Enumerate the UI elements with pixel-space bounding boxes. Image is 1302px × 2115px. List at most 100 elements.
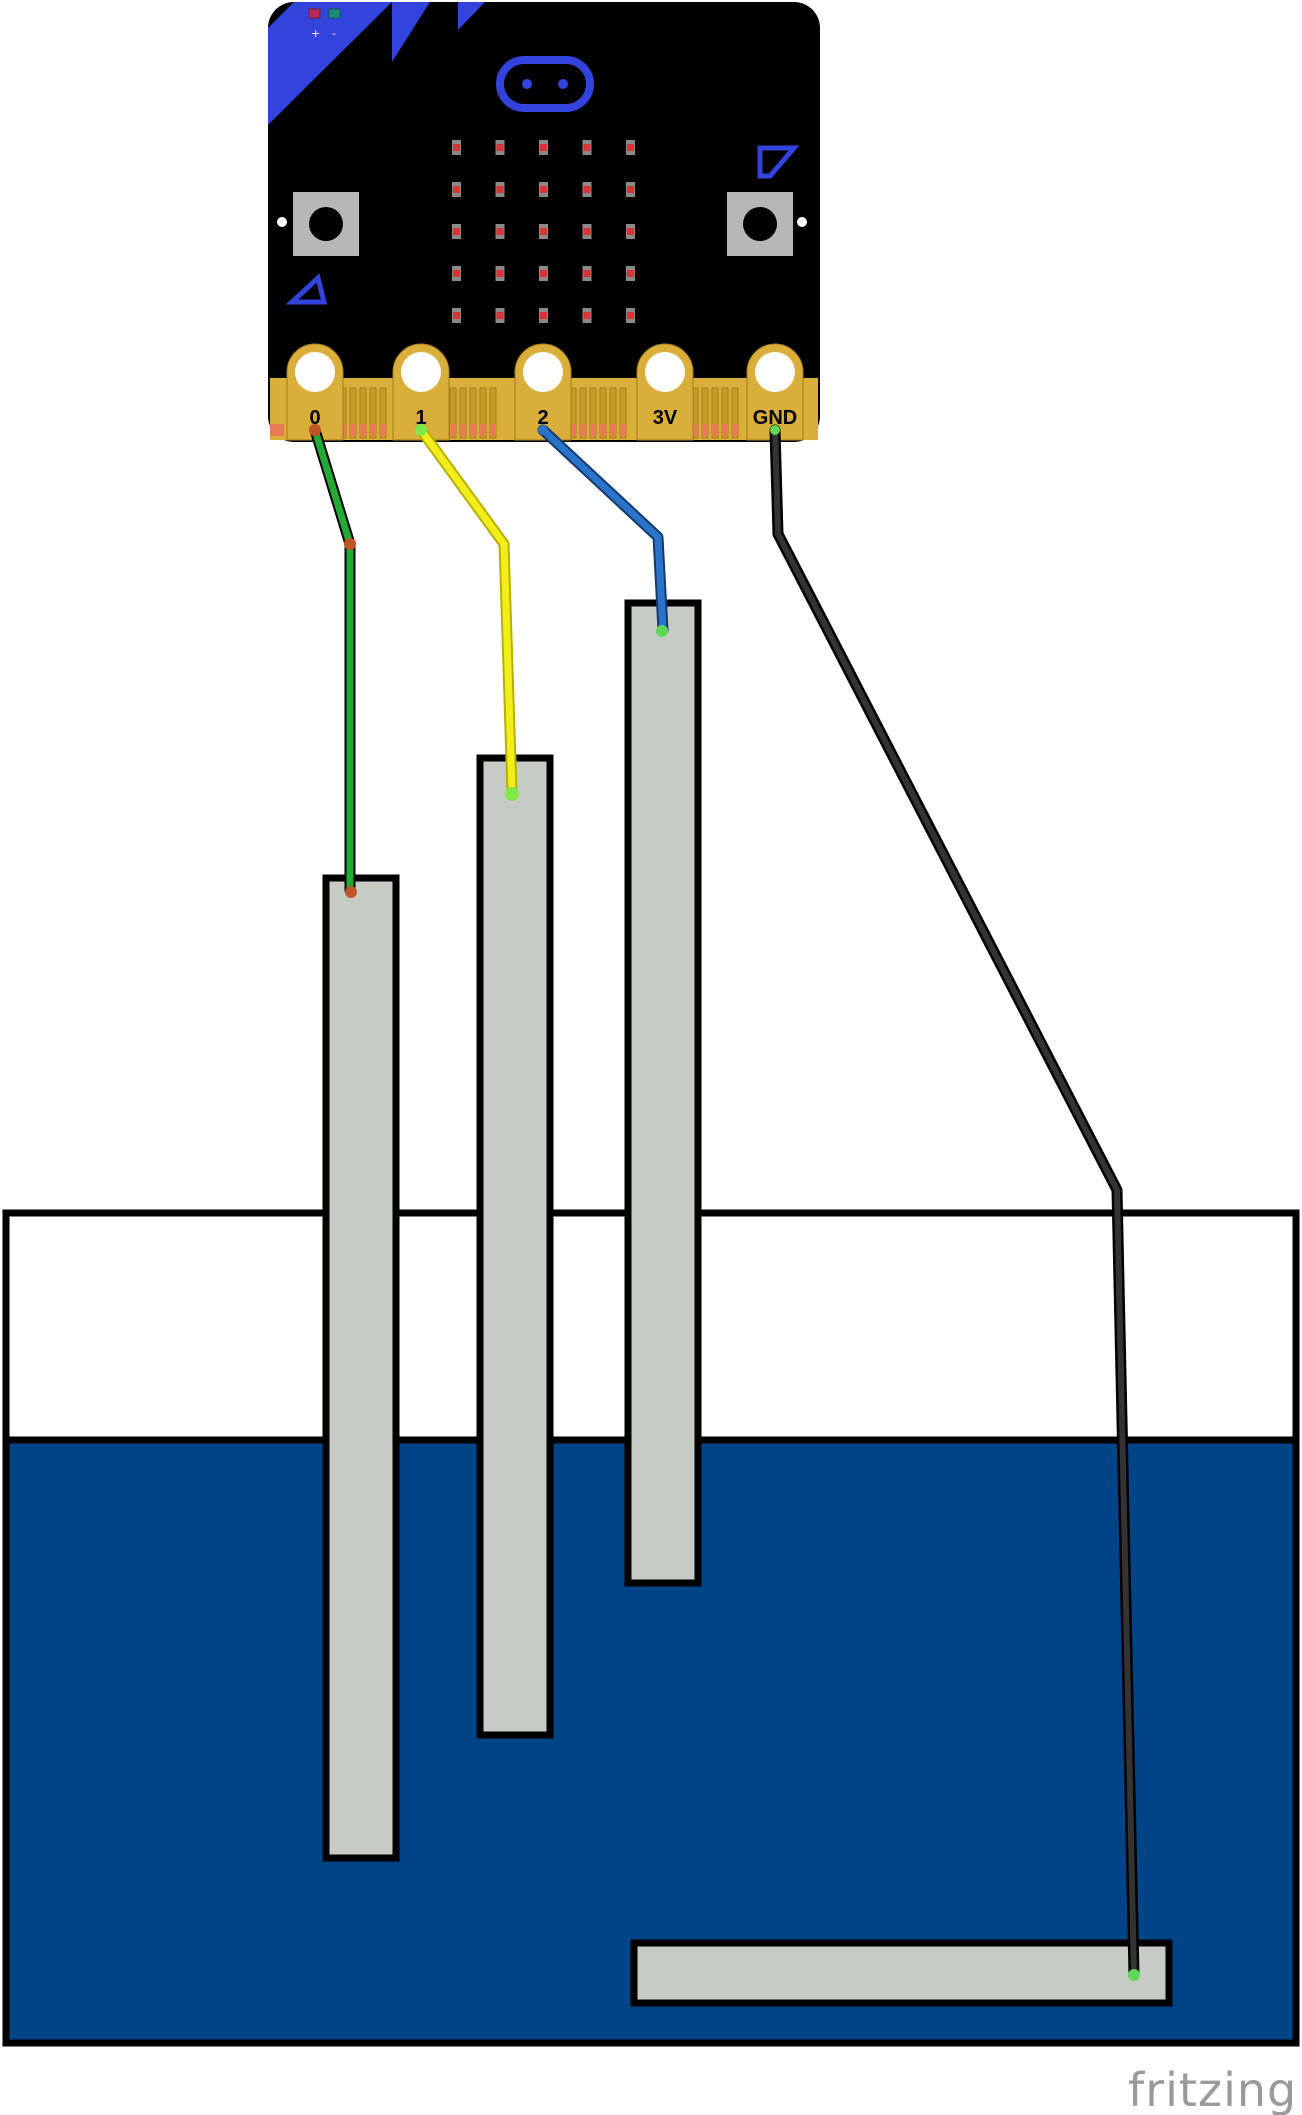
led-lit <box>496 270 504 277</box>
led-lit <box>453 186 460 193</box>
board-accent-stripe-1 <box>392 2 430 62</box>
pin-label: 1 <box>415 407 426 429</box>
edge-finger <box>589 387 597 439</box>
edge-finger <box>479 387 487 439</box>
led-lit <box>583 270 591 277</box>
edge-finger-tip <box>732 424 738 436</box>
button-a-mount-hole <box>277 217 287 227</box>
edge-finger <box>469 387 477 439</box>
led-lit <box>540 186 547 193</box>
edge-finger-tip <box>580 424 586 436</box>
led-lit <box>453 228 460 235</box>
edge-connector-fingers <box>339 387 739 439</box>
led <box>539 308 548 323</box>
edge-finger <box>459 387 467 439</box>
led-lit <box>627 186 634 193</box>
pin-label: 2 <box>537 407 548 429</box>
pin-pad-hole <box>645 352 685 392</box>
led-lit <box>627 270 634 277</box>
board-corner-accent <box>268 2 392 125</box>
led <box>495 308 505 323</box>
led-lit <box>496 312 504 319</box>
pin-pad-hole <box>523 352 563 392</box>
pin-pad-gnd[interactable]: GND <box>746 343 804 441</box>
edge-finger <box>599 387 607 439</box>
edge-finger <box>449 387 457 439</box>
led <box>452 308 461 323</box>
led-lit <box>583 228 591 235</box>
led <box>539 140 548 155</box>
led <box>582 266 592 281</box>
button-a[interactable] <box>277 192 359 256</box>
probes <box>322 599 1173 2007</box>
edge-finger-tip <box>692 424 698 436</box>
battery-connector-red <box>308 8 321 19</box>
pin-label: GND <box>753 407 797 429</box>
led-lit <box>583 186 591 193</box>
led-lit <box>583 144 591 151</box>
edge-finger <box>701 387 709 439</box>
led <box>626 224 635 239</box>
wire-pin-1-end <box>505 787 519 801</box>
touch-logo-dot-left <box>522 79 532 89</box>
edge-finger <box>609 387 617 439</box>
led <box>495 224 505 239</box>
led-lit <box>627 228 634 235</box>
edge-finger <box>349 387 357 439</box>
probe-pin-0 <box>322 874 400 1862</box>
battery-connector-green <box>328 8 341 19</box>
edge-finger-tip <box>370 424 376 436</box>
wire-pin-0-bend <box>344 538 356 550</box>
pin-pad-0[interactable]: 0 <box>286 343 344 441</box>
edge-finger <box>731 387 739 439</box>
led-lit <box>453 144 460 151</box>
wire-gnd-core <box>772 427 1137 1978</box>
led-lit <box>540 228 547 235</box>
board-body <box>268 2 820 442</box>
led-lit <box>627 144 634 151</box>
wire-pin-2-end <box>656 625 668 637</box>
probe-gnd <box>630 1939 1173 2007</box>
edge-finger <box>721 387 729 439</box>
pin-pad-3v[interactable]: 3V <box>636 343 694 441</box>
pin-pads: 0 1 2 3V GND <box>286 343 804 441</box>
battery-plus-label: + <box>311 27 320 40</box>
board-accent-stripe-2 <box>458 2 485 30</box>
edge-finger-tip <box>570 424 576 436</box>
led <box>626 182 635 197</box>
wires <box>309 424 1140 1981</box>
button-a-cap[interactable] <box>309 207 343 241</box>
led-lit <box>627 312 634 319</box>
edge-finger-tip <box>610 424 616 436</box>
led <box>495 140 505 155</box>
led-matrix <box>452 140 635 323</box>
led-lit <box>540 270 547 277</box>
edge-marker-left <box>270 424 284 436</box>
led <box>539 266 548 281</box>
edge-finger-tip <box>490 424 496 436</box>
button-b-cap[interactable] <box>743 207 777 241</box>
led <box>626 308 635 323</box>
pin-label: 0 <box>309 407 320 429</box>
led <box>452 182 461 197</box>
pin-pad-1[interactable]: 1 <box>392 343 450 441</box>
touch-logo[interactable] <box>496 56 594 112</box>
wire-gnd-end <box>1128 1969 1140 1981</box>
wire-pin-1-start <box>415 424 427 436</box>
button-b-marker-icon <box>757 145 800 179</box>
edge-finger-tip <box>600 424 606 436</box>
probe-pin-2 <box>624 599 702 1587</box>
edge-finger-tip <box>620 424 626 436</box>
pin-pad-2[interactable]: 2 <box>514 343 572 441</box>
edge-finger-tip <box>460 424 466 436</box>
edge-finger <box>711 387 719 439</box>
edge-finger <box>369 387 377 439</box>
edge-finger <box>579 387 587 439</box>
wire-pin-0-end <box>345 886 357 898</box>
edge-finger-tip <box>450 424 456 436</box>
button-b[interactable] <box>727 192 807 256</box>
edge-finger-tip <box>702 424 708 436</box>
led <box>582 224 592 239</box>
